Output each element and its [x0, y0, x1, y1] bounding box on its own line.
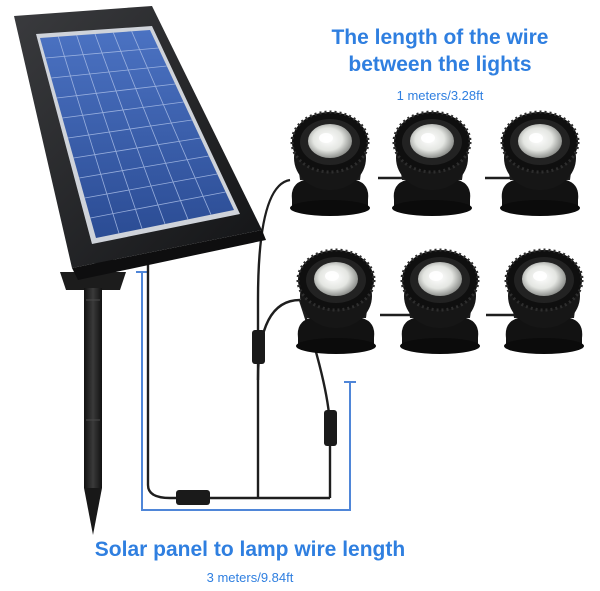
- wire-between-lights-heading: The length of the wire between the light…: [300, 24, 580, 109]
- between-lights-measurement: 1 meters/3.28ft: [396, 88, 484, 103]
- dimension-line-panel-to-lamp: [141, 272, 351, 511]
- spotlight-1: [288, 110, 372, 218]
- cell-grid-line: [67, 119, 193, 139]
- cell-grid-line: [79, 155, 209, 179]
- cell-grid-line: [84, 173, 218, 199]
- spotlight-3: [498, 110, 582, 218]
- spotlight-6: [502, 248, 586, 356]
- panel-to-lamp-measurement: 3 meters/9.84ft: [206, 570, 294, 585]
- spotlight-2: [390, 110, 474, 218]
- connector-2: [324, 410, 337, 446]
- heading-line-2: between the lights: [348, 53, 532, 76]
- panel-to-lamp-heading: Solar panel to lamp wire length 3 meters…: [60, 536, 440, 591]
- cell-grid-line: [56, 83, 176, 99]
- bottom-heading-line: Solar panel to lamp wire length: [94, 538, 406, 561]
- spotlight-group: [288, 110, 586, 356]
- cell-grid-line: [51, 65, 167, 79]
- solar-panel: [14, 6, 266, 280]
- ground-stake: [60, 272, 126, 535]
- spotlight-5: [398, 248, 482, 356]
- cell-grid-line: [62, 101, 184, 119]
- cell-grid-line: [45, 47, 159, 59]
- junction-box: [176, 490, 210, 505]
- spotlight-4: [294, 248, 378, 356]
- cell-grid-line: [90, 191, 226, 219]
- connector-1: [252, 330, 265, 364]
- cell-grid-line: [73, 137, 201, 159]
- heading-line-1: The length of the wire: [331, 26, 549, 49]
